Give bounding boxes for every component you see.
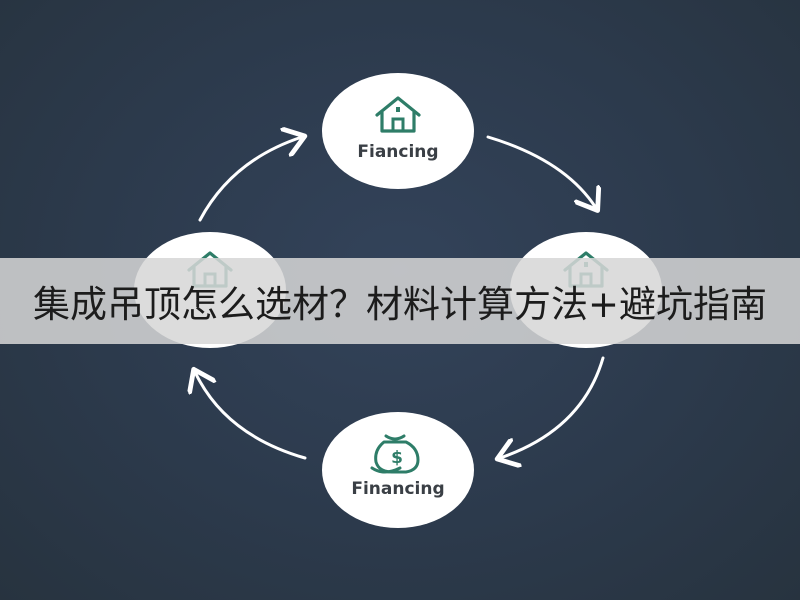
node-bottom: $ Financing	[322, 412, 474, 528]
dollar-sign: $	[391, 448, 403, 468]
house-icon	[375, 96, 421, 133]
node-top: Fiancing	[322, 73, 474, 189]
money-bag-icon: $	[370, 434, 420, 474]
title-banner: 集成吊顶怎么选材？材料计算方法+避坑指南	[0, 258, 800, 344]
arrow-right-to-bottom	[500, 356, 605, 458]
arrow-left-to-top	[198, 137, 302, 222]
banner-title: 集成吊顶怎么选材？材料计算方法+避坑指南	[32, 283, 767, 326]
node-top-label: Fiancing	[357, 142, 438, 162]
arrow-bottom-to-left	[195, 372, 307, 460]
node-bottom-label: Financing	[351, 479, 444, 499]
arrow-top-to-right	[486, 135, 596, 208]
